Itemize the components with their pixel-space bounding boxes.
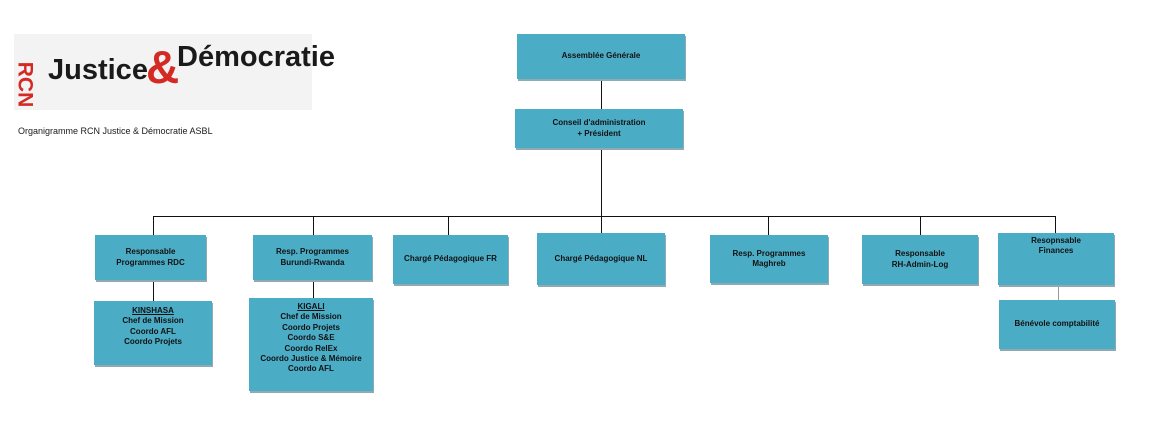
node-kinshasa: KINSHASA Chef de Mission Coordo AFL Coor… bbox=[94, 301, 212, 365]
node-line: Coordo AFL bbox=[130, 326, 176, 336]
logo: RCN Justice & Démocratie bbox=[13, 34, 335, 110]
connector-burundi-kigali bbox=[313, 280, 314, 298]
node-line: Resp. Programmes bbox=[732, 248, 806, 258]
node-line: RH-Admin-Log bbox=[891, 259, 949, 269]
node-line: Finances bbox=[1038, 246, 1074, 256]
node-line: Chargé Pédagogique FR bbox=[404, 254, 497, 264]
node-resp-programmes-burundi-rwanda: Resp. Programmes Burundi-Rwanda bbox=[253, 235, 372, 280]
node-responsable-rh-admin-log: Responsable RH-Admin-Log bbox=[862, 235, 978, 284]
connector-top-vertical bbox=[601, 80, 602, 217]
connector-drop-maghreb bbox=[768, 216, 769, 235]
diagram-caption: Organigramme RCN Justice & Démocratie AS… bbox=[18, 126, 213, 136]
node-header: KIGALI bbox=[297, 302, 325, 311]
node-line: Bénévole comptabilité bbox=[1014, 319, 1100, 329]
node-responsable-finances: Resopnsable Finances bbox=[998, 233, 1114, 285]
node-responsable-programmes-rdc: Responsable Programmes RDC bbox=[95, 235, 206, 280]
node-line: Burundi-Rwanda bbox=[280, 257, 345, 267]
logo-ampersand: & bbox=[146, 41, 180, 93]
logo-rcn-text: RCN bbox=[13, 61, 37, 108]
connector-horizontal-bus bbox=[153, 216, 1055, 217]
connector-drop-burundi bbox=[313, 216, 314, 235]
connector-rdc-kinshasa bbox=[153, 280, 154, 301]
node-assemblee-generale: Assemblée Générale bbox=[517, 34, 685, 79]
node-line: Chargé Pédagogique NL bbox=[554, 253, 648, 263]
node-charge-pedagogique-nl: Chargé Pédagogique NL bbox=[537, 233, 665, 285]
connector-drop-rdc bbox=[153, 216, 154, 235]
node-line: Maghreb bbox=[752, 259, 786, 268]
logo-justice-text: Justice bbox=[48, 54, 148, 86]
node-resp-programmes-maghreb: Resp. Programmes Maghreb bbox=[710, 235, 828, 283]
connector-drop-charge-nl bbox=[601, 216, 602, 233]
node-line: Coordo RelEx bbox=[284, 343, 338, 353]
node-header: KINSHASA bbox=[132, 306, 174, 315]
node-line: Coordo AFL bbox=[288, 364, 334, 374]
connector-drop-rh bbox=[920, 216, 921, 235]
node-benevole-comptabilite: Bénévole comptabilité bbox=[999, 300, 1115, 349]
node-line: + Président bbox=[577, 128, 621, 138]
connector-finances-benevole bbox=[1058, 285, 1059, 300]
node-line: Assemblée Générale bbox=[561, 51, 641, 61]
node-line: Coordo Justice & Mémoire bbox=[260, 353, 362, 363]
node-conseil-administration: Conseil d'administration + Président bbox=[515, 109, 683, 148]
logo-democratie-text: Démocratie bbox=[177, 41, 335, 73]
connector-drop-charge-fr bbox=[448, 216, 449, 235]
node-line: Coordo S&E bbox=[287, 333, 335, 343]
node-line: Chef de Mission bbox=[280, 312, 342, 322]
node-charge-pedagogique-fr: Chargé Pédagogique FR bbox=[393, 235, 508, 284]
node-line: Conseil d'administration bbox=[552, 118, 646, 128]
node-line: Coordo Projets bbox=[282, 322, 340, 332]
node-line: Coordo Projets bbox=[124, 337, 182, 347]
node-line: Resopnsable bbox=[1031, 236, 1081, 245]
node-line: Responsable bbox=[125, 247, 176, 257]
node-kigali: KIGALI Chef de Mission Coordo Projets Co… bbox=[249, 298, 373, 391]
node-line: Programmes RDC bbox=[116, 257, 185, 267]
node-line: Chef de Mission bbox=[122, 316, 184, 326]
connector-drop-finances bbox=[1055, 216, 1056, 233]
node-line: Resp. Programmes bbox=[276, 247, 349, 257]
node-line: Responsable bbox=[895, 249, 945, 259]
